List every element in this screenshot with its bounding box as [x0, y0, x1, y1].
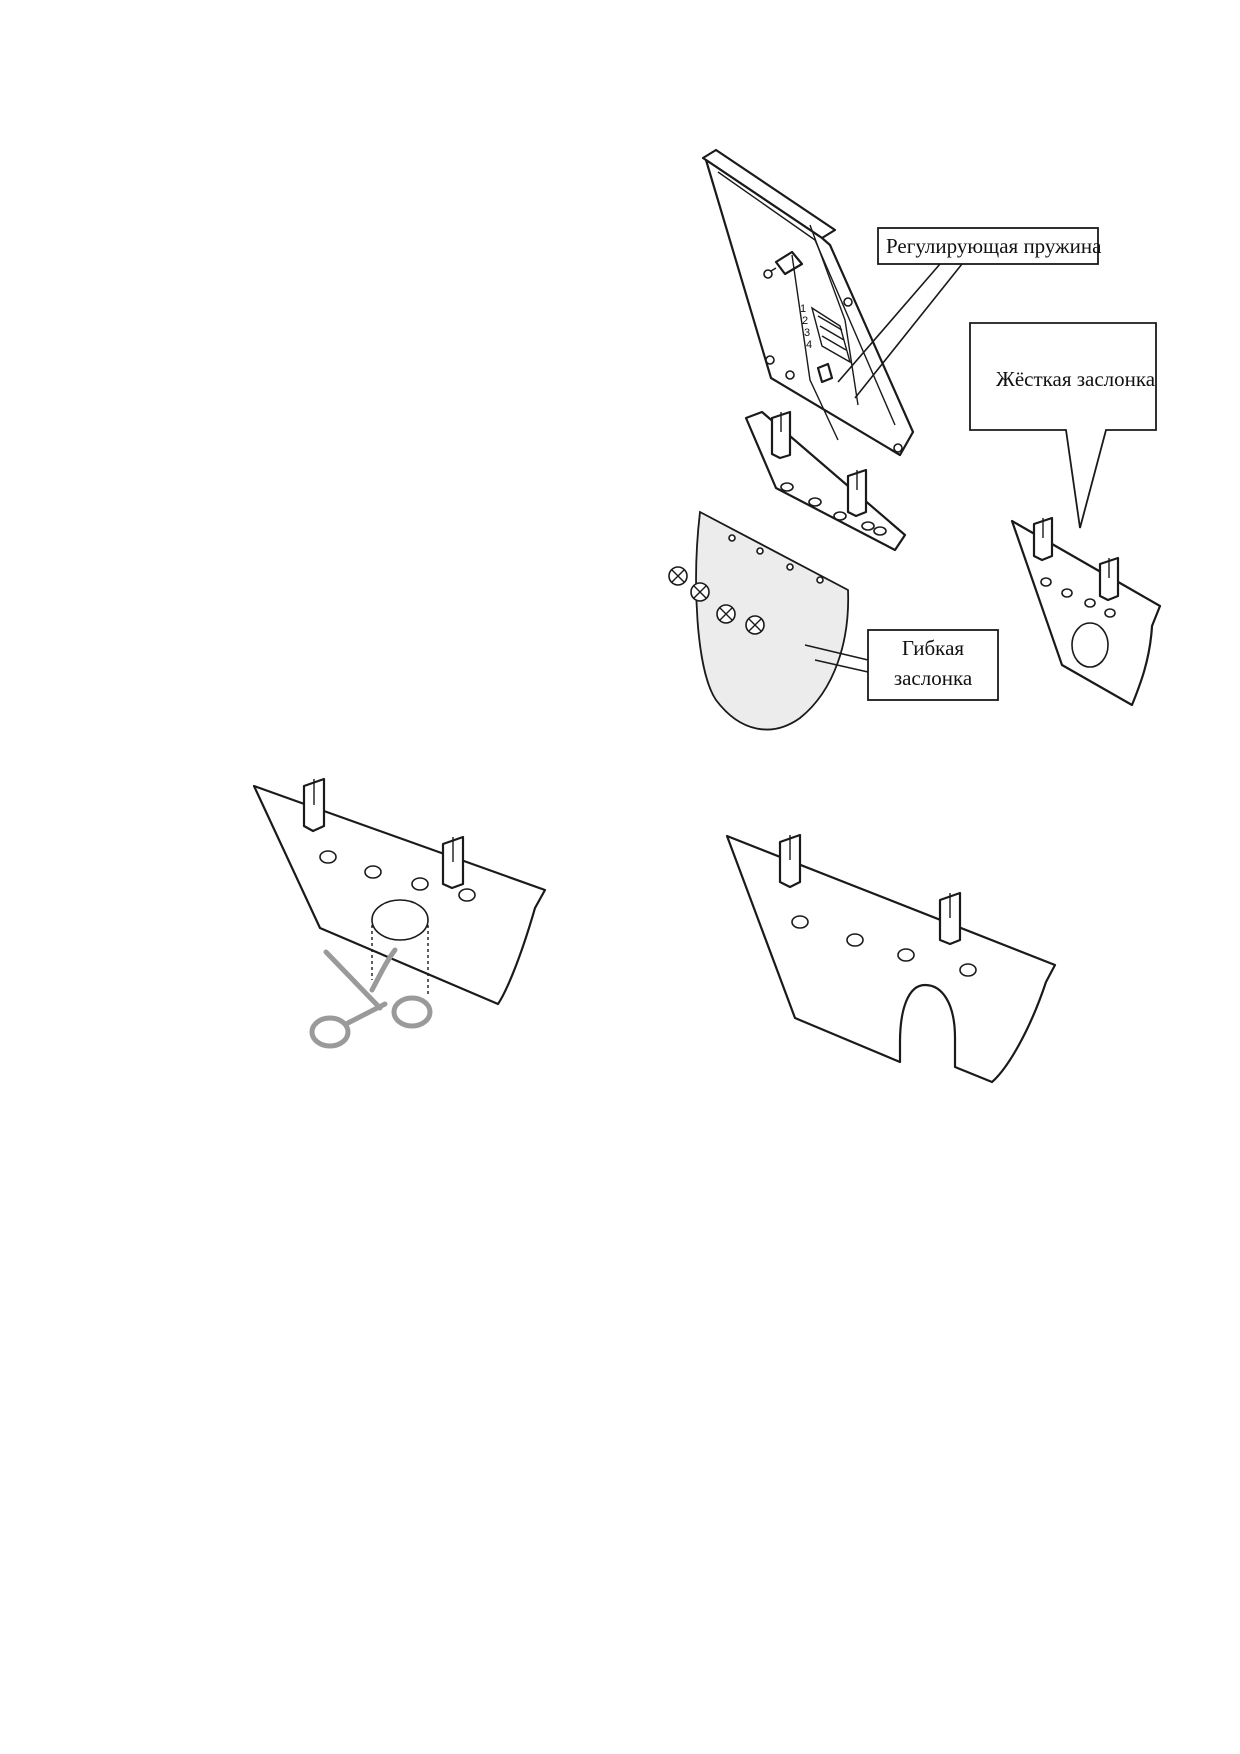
- spring-scale: [810, 306, 852, 364]
- plate-body: [704, 158, 915, 457]
- flexible-flap-label-line1: Гибкая: [901, 636, 965, 660]
- clip: [778, 833, 802, 889]
- screws: [668, 566, 765, 635]
- rigid-flap: [1010, 516, 1162, 707]
- flexible-flap-label-line2: заслонка: [893, 666, 973, 690]
- rigid-flap-body: [1010, 519, 1162, 707]
- rigid-flap-result: [725, 833, 1057, 1084]
- rigid-flap-cut-step: [252, 777, 547, 1006]
- screw-icon: [745, 615, 765, 635]
- clip: [441, 835, 465, 890]
- flexible-flap: [695, 510, 850, 731]
- flexible-flap-callout: [804, 629, 999, 701]
- rigid-flap-label: Жёсткая заслонка: [996, 367, 1156, 391]
- spring-callout-pointer: [837, 263, 963, 399]
- clip: [1032, 516, 1054, 562]
- scale-mark-1: 1: [800, 303, 806, 315]
- scale-mark-3: 3: [804, 327, 810, 339]
- clip: [938, 891, 962, 946]
- scale-mark-2: 2: [802, 315, 808, 327]
- spring-callout-box: [877, 227, 1099, 265]
- cut-out-disc: [371, 899, 429, 941]
- screw-icon: [716, 604, 736, 624]
- rigid-flap-cut-body: [725, 834, 1057, 1084]
- screw-icon: [690, 582, 710, 602]
- screw-icon: [668, 566, 688, 586]
- rigid-flap-callout-box: [969, 322, 1157, 529]
- plate-bolt: [774, 250, 804, 276]
- main-plate: 1 2 3 4: [701, 148, 915, 457]
- flexible-flap-callout-pointer: [804, 644, 869, 673]
- clip: [770, 410, 792, 460]
- clip: [1098, 556, 1120, 602]
- clip: [846, 468, 868, 518]
- rigid-flap-opening: [1071, 622, 1109, 668]
- spring-label: Регулирующая пружина: [886, 234, 1102, 258]
- flexible-flap-callout-box: [867, 629, 999, 701]
- flexible-flap-sheet: [695, 510, 850, 731]
- rigid-flap-callout: [969, 322, 1157, 529]
- rigid-flap-body: [252, 784, 547, 1006]
- clip-strip: [744, 410, 907, 552]
- scale-mark-4: 4: [806, 339, 812, 351]
- scissors-icon: [309, 947, 433, 1049]
- spring-wire: [791, 254, 839, 441]
- spring-callout: [837, 227, 1099, 399]
